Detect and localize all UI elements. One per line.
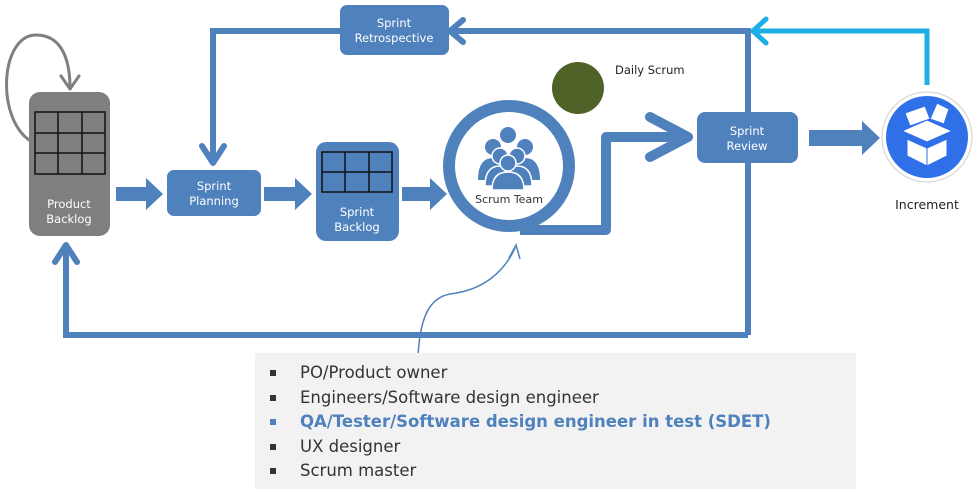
retro-arrowhead xyxy=(447,17,466,45)
scrum-roles-list: PO/Product owner Engineers/Software desi… xyxy=(255,353,856,484)
role-item: PO/Product owner xyxy=(270,361,856,386)
backlog-loop-line xyxy=(63,245,748,338)
sprint-review-label-2: Review xyxy=(726,139,767,153)
increment-label: Increment xyxy=(895,197,959,212)
scrum-roles-panel: PO/Product owner Engineers/Software desi… xyxy=(255,353,856,489)
sprint-cycle-exit-line xyxy=(520,132,683,235)
daily-scrum-label: Daily Scrum xyxy=(615,63,685,77)
sprint-review-label-1: Sprint xyxy=(730,124,765,138)
backlog-grid-icon xyxy=(34,111,106,175)
refinement-loop xyxy=(5,33,72,144)
roles-callout-line xyxy=(417,247,516,357)
arrow-review-to-increment xyxy=(809,121,880,155)
product-backlog-label-1: Product xyxy=(47,197,91,211)
scrum-team-node[interactable]: Scrum Team xyxy=(443,100,575,232)
sprint-cycle-exit-arrowhead xyxy=(645,112,693,162)
roles-callout-arrowhead xyxy=(508,243,521,260)
arrow-planning-to-sprint-backlog xyxy=(264,178,312,210)
product-backlog-node[interactable]: Product Backlog xyxy=(29,92,110,236)
sprint-planning-label-2: Planning xyxy=(189,194,239,208)
sprint-retrospective-label-2: Retrospective xyxy=(355,31,434,45)
bullet-icon xyxy=(270,468,276,475)
role-item: Engineers/Software design engineer xyxy=(270,386,856,411)
arrow-sprint-backlog-to-team xyxy=(402,178,447,210)
backlog-loop-arrowhead xyxy=(52,242,80,265)
planning-arrowhead xyxy=(199,143,227,166)
sprint-retrospective-node[interactable]: Sprint Retrospective xyxy=(340,5,449,55)
refinement-arrowhead xyxy=(59,74,81,91)
sprint-planning-node[interactable]: Sprint Planning xyxy=(167,170,261,216)
role-item-highlighted: QA/Tester/Software design engineer in te… xyxy=(270,410,856,435)
arrow-backlog-to-planning xyxy=(116,178,163,210)
team-people-icon xyxy=(478,127,540,191)
role-item: Scrum master xyxy=(270,459,856,484)
increment-feedback-line xyxy=(752,28,930,85)
bullet-icon xyxy=(270,419,276,426)
sprint-backlog-grid-icon xyxy=(321,151,393,193)
sprint-retrospective-label-1: Sprint xyxy=(377,16,412,30)
bullet-icon xyxy=(270,443,276,450)
bullet-icon xyxy=(270,394,276,401)
sprint-review-node[interactable]: Sprint Review xyxy=(697,112,798,163)
scrum-team-label: Scrum Team xyxy=(475,193,543,206)
sprint-planning-label-1: Sprint xyxy=(197,179,232,193)
sprint-backlog-node[interactable]: Sprint Backlog xyxy=(316,142,399,241)
retro-loop-line xyxy=(448,28,751,335)
sprint-backlog-label-2: Backlog xyxy=(334,220,379,234)
sprint-backlog-label-1: Sprint xyxy=(340,205,375,219)
bullet-icon xyxy=(270,370,276,377)
product-backlog-label-2: Backlog xyxy=(46,212,91,226)
increment-feedback-arrowhead xyxy=(750,16,769,46)
daily-scrum-dot[interactable] xyxy=(552,62,604,114)
increment-node[interactable] xyxy=(881,91,973,183)
retro-to-planning-line xyxy=(210,28,340,163)
open-box-icon xyxy=(900,102,954,167)
role-item: UX designer xyxy=(270,435,856,460)
